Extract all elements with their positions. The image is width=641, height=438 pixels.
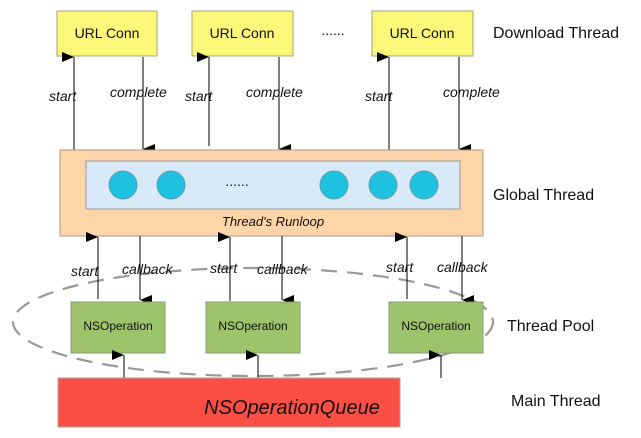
callback-label: callback [437,259,489,275]
start-label: start [49,88,77,104]
nsoperation-box-3: NSOperation [388,301,484,354]
global-thread-label: Global Thread [493,187,594,204]
runloop-ellipsis: ...... [225,173,248,189]
complete-label: complete [443,84,500,100]
nsoperation-label: NSOperation [401,319,470,333]
runloop-event-circle [319,170,349,200]
nsoperation-box-2: NSOperation [205,301,301,354]
complete-label: complete [110,84,167,100]
runloop-label: Thread's Runloop [222,214,324,229]
start-label: start [365,88,393,104]
nsoperation-label: NSOperation [83,319,152,333]
nsoperation-queue-label: NSOperationQueue [204,397,380,419]
url-conn-label: URL Conn [75,25,140,41]
nsoperation-box-1: NSOperation [70,301,166,354]
runloop-event-circle [156,170,186,200]
main-thread-label: Main Thread [511,393,601,410]
runloop-event-circle [409,170,439,200]
url-conn-box-2: URL Conn [191,10,294,57]
callback-label: callback [257,261,309,277]
url-conn-ellipsis: ...... [321,22,344,38]
callback-label: callback [122,261,174,277]
start-label: start [386,259,414,275]
complete-label: complete [246,84,303,100]
url-conn-label: URL Conn [210,25,275,41]
global-thread-box: ...... Thread's Runloop [59,149,484,237]
runloop-event-circle [368,170,398,200]
start-label: start [71,263,99,279]
url-conn-box-1: URL Conn [56,10,158,57]
url-conn-box-3: URL Conn [371,10,474,57]
thread-pool-label: Thread Pool [507,318,594,335]
start-label: start [210,260,238,276]
download-thread-label: Download Thread [493,25,619,42]
nsoperation-label: NSOperation [218,319,287,333]
runloop-event-circle [108,170,138,200]
start-label: start [185,88,213,104]
runloop-box [85,160,461,210]
thread-pool-ellipse [11,266,495,378]
url-conn-label: URL Conn [390,25,455,41]
nsoperation-queue-box: NSOperationQueue [57,377,401,428]
